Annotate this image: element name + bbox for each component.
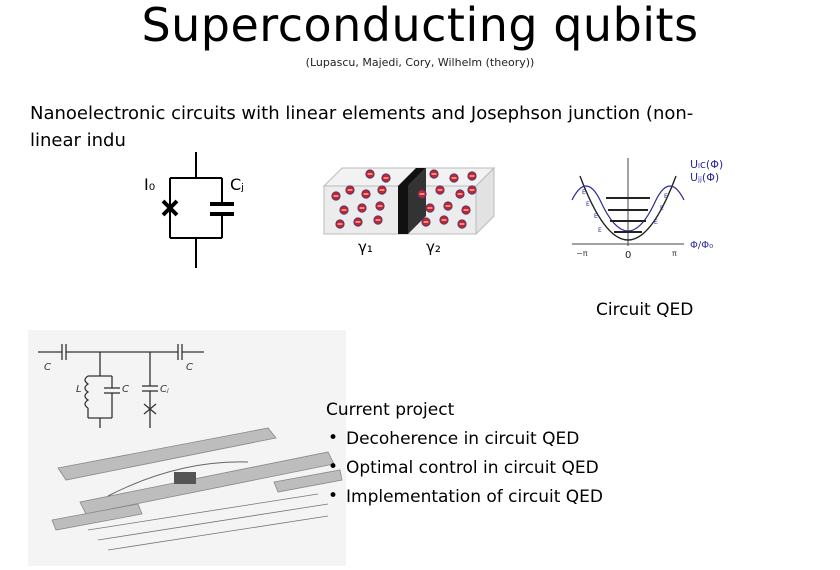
- qed-l-label: L: [76, 384, 82, 395]
- legend-lc: Uₗᴄ(Φ): [690, 158, 723, 171]
- tick-zero: 0: [625, 250, 631, 261]
- tick-pi: π: [672, 249, 677, 258]
- intro-text: Nanoelectronic circuits with linear elem…: [30, 100, 790, 150]
- qed-c-label: C: [122, 384, 129, 395]
- capacitor-icon: [210, 202, 234, 216]
- current-project-list: Decoherence in circuit QED Optimal contr…: [326, 424, 603, 512]
- intro-line-2-clipped: linear indu: [30, 130, 126, 150]
- tick-minus-pi: −π: [576, 249, 588, 258]
- gamma2-label: γ₂: [426, 238, 441, 256]
- svg-text:E: E: [664, 193, 668, 200]
- device-scale-marks: [87, 493, 329, 551]
- charge-dots: [331, 169, 477, 229]
- list-item: Implementation of circuit QED: [326, 482, 603, 512]
- qed-cin-label: C: [44, 362, 51, 373]
- gamma1-label: γ₁: [358, 238, 373, 256]
- svg-text:E: E: [586, 201, 590, 208]
- junction-block-diagram: γ₁ γ₂: [322, 166, 496, 256]
- slide-subtitle: (Lupascu, Majedi, Cory, Wilhelm (theory)…: [305, 56, 535, 69]
- coplanar-resonator-icon: [51, 427, 343, 531]
- intro-line-1: Nanoelectronic circuits with linear elem…: [30, 103, 694, 124]
- junction-cross-icon: [161, 199, 179, 217]
- axis-label: Φ/Φ₀: [690, 240, 713, 251]
- current-project-section: Current project Decoherence in circuit Q…: [326, 396, 603, 512]
- circuit-qed-device-image: C L C Cⱼ C: [28, 330, 346, 566]
- qed-cout-label: C: [186, 362, 193, 373]
- qed-cg-label: Cⱼ: [160, 384, 169, 395]
- slide-title: Superconducting qubits: [141, 0, 699, 52]
- list-item: Decoherence in circuit QED: [326, 424, 603, 454]
- svg-text:E: E: [598, 227, 602, 234]
- svg-text:E: E: [654, 219, 658, 226]
- legend-jj: Uⱼⱼ(Φ): [690, 171, 719, 184]
- potential-energy-plot: EE EE EEE Uₗᴄ(Φ) Uⱼⱼ(Φ) Φ/Φ₀ −π 0 π: [571, 158, 723, 261]
- svg-text:E: E: [582, 189, 586, 196]
- svg-text:E: E: [594, 213, 598, 220]
- josephson-circuit-diagram: I₀ Cⱼ: [144, 152, 244, 268]
- circuit-qed-label: Circuit QED: [596, 300, 694, 320]
- capacitance-label: Cⱼ: [230, 175, 244, 194]
- current-label: I₀: [144, 175, 155, 194]
- svg-text:E: E: [660, 205, 664, 212]
- current-project-heading: Current project: [326, 400, 455, 420]
- list-item: Optimal control in circuit QED: [326, 453, 603, 483]
